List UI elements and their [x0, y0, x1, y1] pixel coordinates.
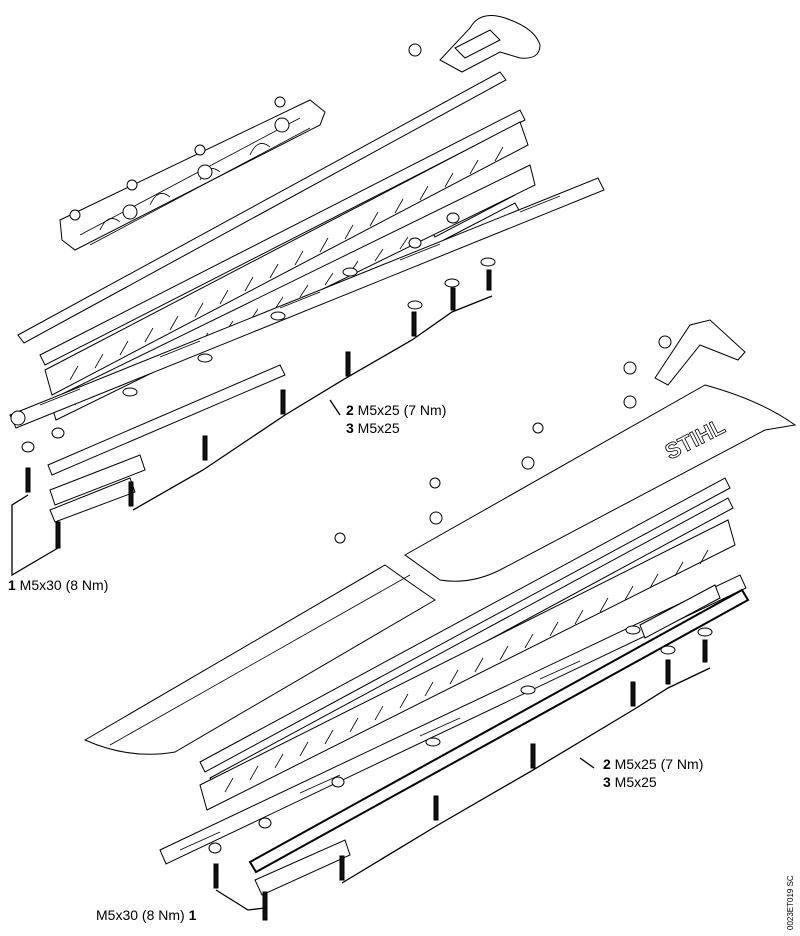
upper-cutter-blade	[44, 121, 529, 396]
lower-bolts	[213, 639, 708, 921]
upper-guide-rail-2	[49, 454, 146, 506]
upper-leader-1	[11, 494, 59, 577]
document-id: 0023ET019 SC	[786, 875, 795, 930]
lower-guard-nuts	[334, 395, 637, 544]
lower-guard-2	[83, 564, 436, 755]
lower-strip-1	[199, 477, 731, 773]
upper-slotted-bar	[9, 177, 605, 429]
upper-washers	[21, 212, 496, 453]
lower-callout-1: M5x30 (8 Nm) 1	[96, 907, 197, 923]
lower-cutter-blade	[199, 519, 736, 811]
lower-dark-strip	[248, 588, 750, 874]
lower-washers	[208, 625, 713, 854]
lower-callout-2: 2 M5x25 (7 Nm)	[603, 756, 704, 772]
upper-end-grip	[408, 15, 541, 73]
upper-callout-3: 3 M5x25	[346, 420, 400, 436]
lower-end-grip	[623, 319, 746, 386]
upper-guide-rail-3	[49, 477, 136, 523]
upper-strip-2	[39, 109, 526, 366]
upper-leader-2-3	[132, 295, 493, 511]
upper-guide-rail-1	[47, 364, 286, 476]
upper-strip-1	[17, 71, 507, 344]
lower-leader-2-3	[341, 667, 711, 884]
upper-assembly	[9, 15, 605, 577]
lower-callout-3: 3 M5x25	[603, 774, 657, 790]
lower-assembly: STIHL	[83, 319, 797, 921]
lower-end-plate-1	[254, 839, 351, 896]
upper-callout-2: 2 M5x25 (7 Nm)	[346, 402, 447, 418]
upper-mounting-bracket	[59, 96, 326, 251]
upper-bolts	[25, 269, 492, 549]
lower-leader-1	[215, 889, 266, 911]
upper-leader-2-3-stem	[329, 399, 341, 416]
lower-leader-2-3-stem	[579, 757, 595, 769]
upper-callout-1: 1 M5x30 (8 Nm)	[8, 577, 109, 593]
lower-slotted-bar	[159, 574, 747, 865]
lower-guide-plate	[639, 584, 721, 639]
